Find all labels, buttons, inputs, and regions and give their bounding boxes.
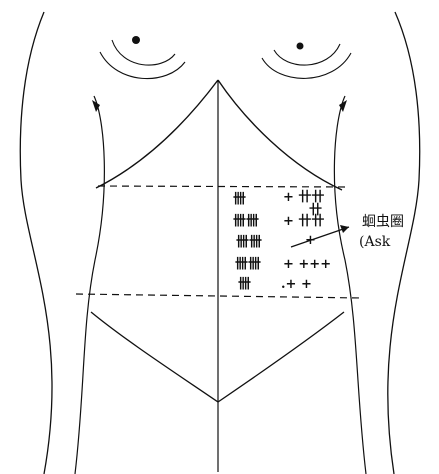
left-breast-arc-2 <box>100 52 185 79</box>
marks-row-3-right: + <box>305 233 316 248</box>
right-breast-arc-2 <box>262 53 351 78</box>
diagram-label-line-2: (Ask <box>359 234 391 250</box>
right-inguinal-line <box>218 312 344 402</box>
marks-row-5-left: 卌 <box>238 277 251 292</box>
left-side-contour <box>75 96 104 474</box>
right-breast-arc-1 <box>274 44 340 65</box>
marks-row-4-right: + +++ <box>283 257 331 272</box>
right-side-contour <box>334 96 366 474</box>
marks-row-1-left: 卌 <box>233 192 246 207</box>
marks-row-2-left: 卌卌 <box>233 214 259 229</box>
left-breast-arc-1 <box>112 40 175 65</box>
marks-row-2-right: + 卄卄 <box>283 214 324 229</box>
diagram-label-line-1: 蛔虫圈 <box>362 214 404 230</box>
marks-row-5-right: .+ + <box>281 277 312 292</box>
torso-left-outline <box>20 12 52 474</box>
lower-dashed-line <box>76 294 362 298</box>
marks-row-3-left: 卌卌 <box>236 235 262 250</box>
marks-row-4-left: 卌卌 <box>235 257 261 272</box>
left-costal-margin <box>96 80 218 188</box>
annotation-arrowhead-icon <box>340 225 349 233</box>
right-nipple-icon <box>297 43 304 50</box>
left-inguinal-line <box>91 312 218 402</box>
torso-right-outline <box>388 12 420 474</box>
left-nipple-icon <box>132 36 140 44</box>
upper-dashed-line <box>98 186 350 187</box>
right-costal-margin <box>218 80 342 190</box>
